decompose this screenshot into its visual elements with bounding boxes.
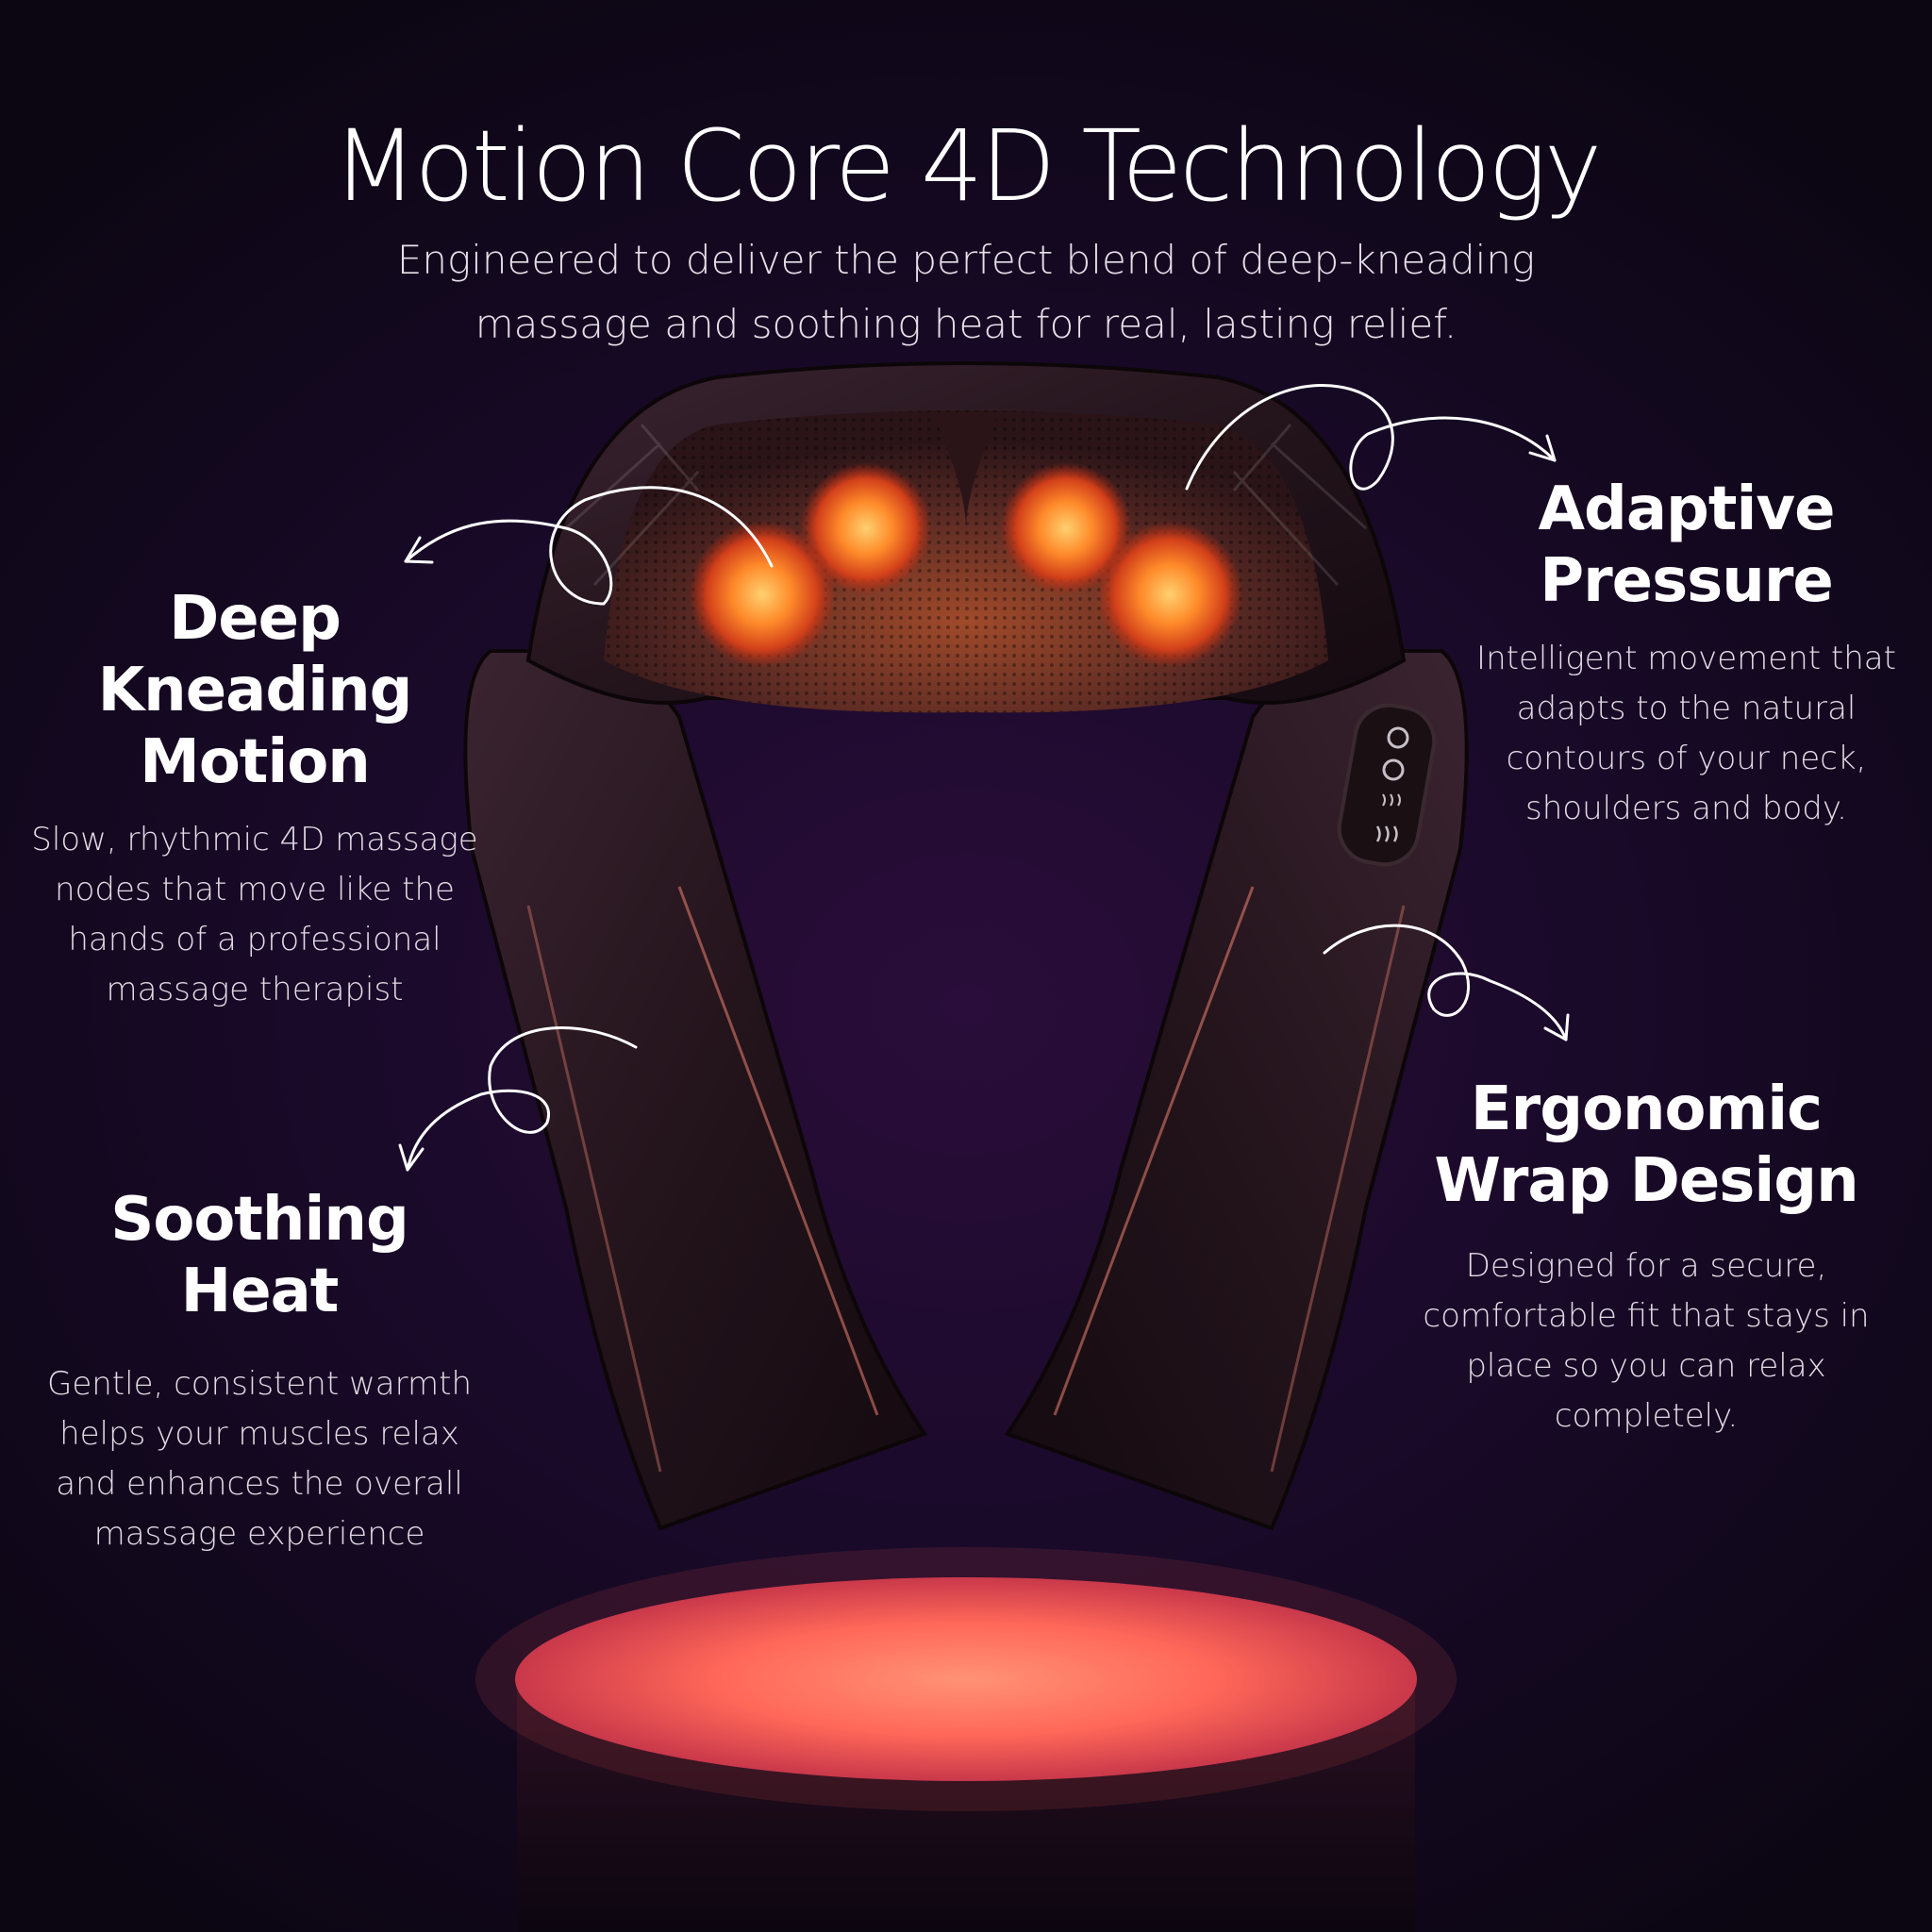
- page-subtitle: Engineered to deliver the perfect blend …: [396, 237, 1536, 347]
- feature-description: Intelligent movement that adapts to the …: [1476, 640, 1896, 827]
- feature-description: Designed for a secure, comfortable fit t…: [1423, 1247, 1870, 1435]
- power-icon: [1387, 726, 1409, 749]
- mode-icon: [1382, 758, 1405, 781]
- arrow-icon: [1185, 384, 1557, 491]
- arrow-icon: [398, 1026, 638, 1172]
- feature-title: Ergonomic Wrap Design: [1434, 1074, 1858, 1216]
- feature-title: Adaptive Pressure: [1538, 475, 1836, 616]
- feature-deep-kneading: Deep Kneading Motion Slow, rhythmic 4D m…: [19, 583, 491, 1015]
- massage-node: [1096, 521, 1243, 668]
- heat-high-icon: [1375, 825, 1398, 842]
- feature-title: Deep Kneading Motion: [97, 584, 413, 797]
- arrow-icon: [1323, 924, 1570, 1041]
- feature-description: Slow, rhythmic 4D massage nodes that mov…: [31, 821, 478, 1008]
- massage-node: [689, 521, 836, 668]
- massage-node: [1000, 462, 1132, 594]
- feature-soothing-heat: Soothing Heat Gentle, consistent warmth …: [24, 1184, 495, 1559]
- massager: [463, 361, 1469, 1531]
- pedestal: [475, 1547, 1457, 1932]
- control-panel: [1337, 703, 1437, 867]
- massage-node: [800, 462, 932, 594]
- feature-adaptive-pressure: Adaptive Pressure Intelligent movement t…: [1448, 474, 1924, 834]
- feature-ergonomic-wrap: Ergonomic Wrap Design Designed for a sec…: [1391, 1074, 1901, 1441]
- feature-description: Gentle, consistent warmth helps your mus…: [46, 1365, 472, 1553]
- heat-low-icon: [1382, 793, 1401, 807]
- arrow-icon: [404, 486, 774, 606]
- feature-title: Soothing Heat: [110, 1185, 409, 1326]
- page-title: Motion Core 4D Technology: [332, 108, 1603, 224]
